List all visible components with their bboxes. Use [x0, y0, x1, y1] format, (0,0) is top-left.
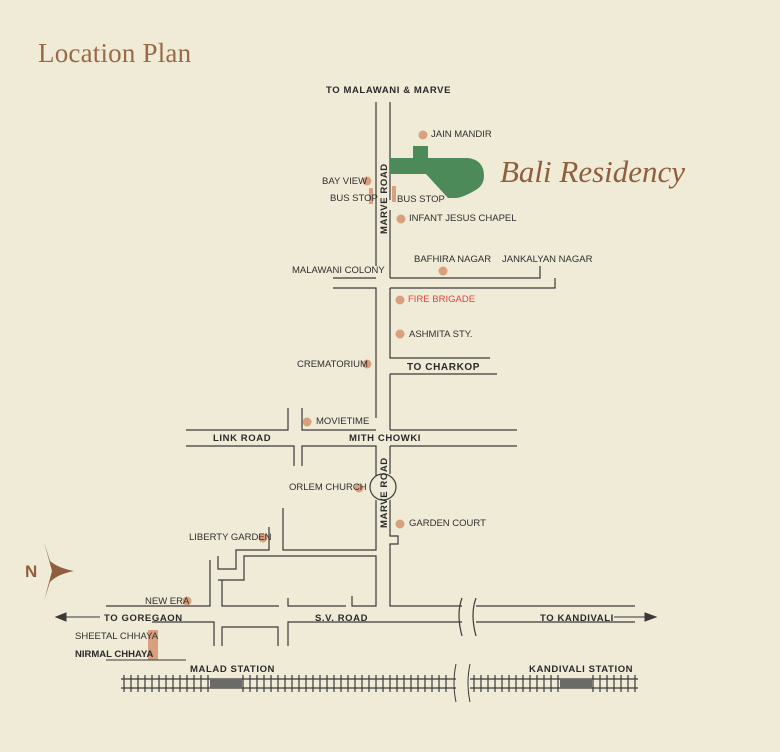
- landmark-nirmal-chhaya: NIRMAL CHHAYA: [75, 649, 154, 660]
- station-malad: MALAD STATION: [190, 664, 276, 675]
- dot-ashmita: [395, 329, 405, 339]
- station-kandivali: KANDIVALI STATION: [529, 664, 634, 675]
- project-name: Bali Residency: [500, 154, 686, 189]
- road-label-to-goregaon: TO GOREGAON: [104, 613, 183, 624]
- compass-arrow-icon: [44, 542, 74, 601]
- page-title: Location Plan: [38, 38, 192, 68]
- landmark-bay-view: BAY VIEW: [322, 176, 368, 187]
- road-label-to-charkop: TO CHARKOP: [407, 362, 481, 373]
- landmark-bus-stop-right: BUS STOP: [397, 194, 445, 205]
- landmark-movietime: MOVIETIME: [316, 416, 370, 427]
- roundabout-circle: [369, 473, 397, 501]
- chhaya-block: [148, 630, 158, 660]
- road-label-link-road: LINK ROAD: [213, 433, 272, 444]
- dot-bay-view: [362, 176, 372, 186]
- landmark-jankalyan-nagar: JANKALYAN NAGAR: [502, 254, 593, 265]
- bus-stop-left-marker: [369, 188, 373, 204]
- landmark-bafhira-nagar: BAFHIRA NAGAR: [414, 254, 492, 265]
- site-plot-shape: [390, 146, 484, 198]
- railway-track: [121, 663, 638, 703]
- landmark-sheetal-chhaya: SHEETAL CHHAYA: [75, 631, 159, 642]
- road-label-marve-upper: MARVE ROAD: [379, 163, 390, 234]
- landmark-orlem-church: ORLEM CHURCH: [289, 482, 367, 493]
- road-label-mith-chowki: MITH CHOWKI: [349, 433, 422, 444]
- dot-crematorium: [362, 359, 372, 369]
- dot-garden-court: [395, 519, 405, 529]
- road-label-to-kandivali: TO KANDIVALI: [540, 613, 614, 624]
- dot-new-era: [182, 596, 192, 606]
- kandivali-station-block: [560, 679, 592, 688]
- landmark-malawani-colony: MALAWANI COLONY: [292, 265, 385, 276]
- dot-liberty-garden: [258, 533, 268, 543]
- landmark-liberty-garden: LIBERTY GARDEN: [189, 532, 272, 543]
- bus-stop-right-marker: [392, 186, 396, 202]
- landmark-new-era: NEW ERA: [145, 596, 190, 607]
- landmark-fire-brigade: FIRE BRIGADE: [408, 294, 476, 305]
- landmark-garden-court: GARDEN COURT: [409, 518, 486, 529]
- dot-movietime: [302, 417, 312, 427]
- landmark-bus-stop-left: BUS STOP: [330, 193, 378, 204]
- landmark-jain-mandir: JAIN MANDIR: [431, 129, 492, 140]
- landmark-ashmita: ASHMITA STY.: [409, 329, 473, 340]
- road-label-marve-lower: MARVE ROAD: [379, 457, 390, 528]
- dot-fire-brigade: [395, 295, 405, 305]
- road-label-sv-road: S.V. ROAD: [315, 613, 369, 624]
- malad-station-block: [210, 679, 242, 688]
- north-label: N: [25, 562, 38, 581]
- landmark-crematorium: CREMATORIUM: [297, 359, 368, 370]
- dot-jain-mandir: [418, 130, 428, 140]
- dot-infant-jesus: [396, 214, 406, 224]
- dot-orlem-church: [354, 483, 364, 493]
- direction-arrows: [54, 612, 658, 622]
- landmark-infant-jesus: INFANT JESUS CHAPEL: [409, 213, 517, 224]
- road-label-to-malawani: TO MALAWANI & MARVE: [326, 85, 452, 96]
- road-lines: [106, 102, 635, 646]
- dot-bafhira-nagar: [438, 266, 448, 276]
